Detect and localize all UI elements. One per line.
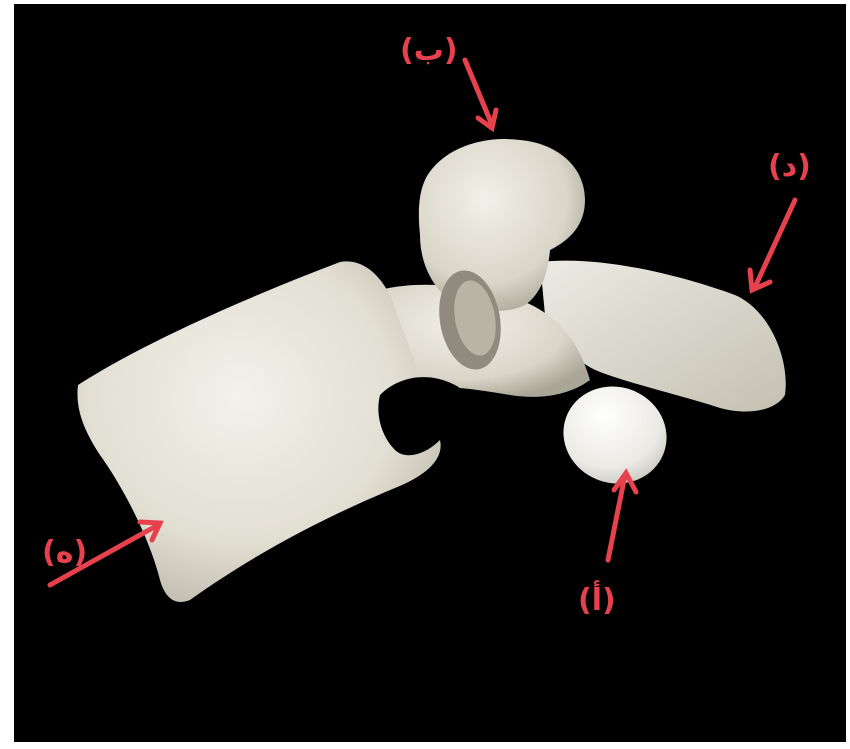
label-d: (د) [768, 149, 811, 184]
label-b: (ب) [400, 33, 458, 68]
label-e: (ه) [42, 535, 87, 570]
label-a: (أ) [578, 580, 616, 618]
